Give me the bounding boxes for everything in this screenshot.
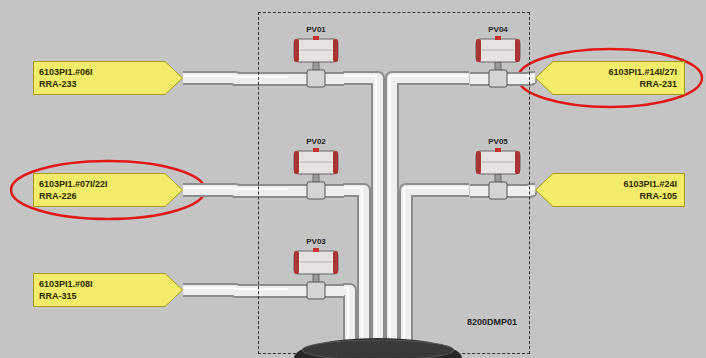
- actuator-cap: [476, 39, 481, 62]
- pipe-highlight: [183, 188, 288, 189]
- actuator: [294, 151, 338, 174]
- signal-tag: 6103PI1.#08IRRA-315: [33, 273, 183, 307]
- pipe-outline: [526, 190, 535, 191]
- signal-address: 6103PI1.#07I/22I: [39, 178, 108, 190]
- actuator-cap: [333, 39, 338, 62]
- valve: PV02: [288, 136, 344, 200]
- highlight-ellipse: [518, 49, 702, 107]
- signal-address: 6103PI1.#24I: [623, 178, 677, 190]
- actuator-seam: [300, 262, 332, 263]
- actuator: [294, 39, 338, 62]
- alarm-id: RRA-233: [39, 78, 93, 90]
- position-indicator: [313, 148, 319, 152]
- pipe-connector: [183, 288, 288, 291]
- tag-shape: [536, 174, 685, 207]
- actuator-seam: [300, 50, 332, 51]
- group-label: 8200DMP01: [467, 317, 517, 327]
- pipe-fill: [183, 190, 288, 191]
- valve-tag: PV05: [470, 136, 526, 147]
- pipe-outline: [183, 190, 288, 191]
- tag-shape: [34, 174, 183, 207]
- tag-outline: [535, 61, 685, 95]
- actuator-seam: [482, 162, 514, 163]
- tag-shape: [536, 62, 685, 95]
- pipe-connector: [183, 188, 288, 191]
- pipe-fill: [183, 78, 288, 79]
- actuator-seam: [300, 162, 332, 163]
- alarm-id: RRA-226: [39, 190, 108, 202]
- tag-outline: [33, 173, 183, 207]
- alarm-id: RRA-105: [623, 190, 677, 202]
- position-indicator: [495, 36, 501, 40]
- pipe-highlight: [183, 76, 288, 77]
- tag-text-block: 6103PI1.#07I/22IRRA-226: [39, 178, 108, 202]
- tag-shape: [34, 274, 183, 307]
- tag-text-block: 6103PI1.#14I/27IRRA-231: [608, 66, 677, 90]
- signal-address: 6103PI1.#14I/27I: [608, 66, 677, 78]
- pipe-connector: [526, 188, 535, 191]
- alarm-id: RRA-315: [39, 290, 93, 302]
- manifold-pipes: [343, 76, 469, 347]
- actuator: [294, 251, 338, 274]
- signal-address: 6103PI1.#08I: [39, 278, 93, 290]
- tag-text-block: 6103PI1.#08IRRA-315: [39, 278, 93, 302]
- valve-body: [307, 70, 325, 87]
- pipe-highlight: [526, 76, 535, 77]
- tag-shape: [34, 62, 183, 95]
- group-box: 8200DMP01 PV01 PV04PV02 PV05PV03: [258, 12, 530, 354]
- position-indicator: [313, 248, 319, 252]
- pipe-outline: [526, 78, 535, 79]
- signal-tag: 6103PI1.#14I/27IRRA-231: [535, 61, 685, 95]
- pipe-connector: [526, 76, 535, 79]
- valve: PV01: [288, 24, 344, 88]
- pipe-fill: [526, 78, 535, 79]
- actuator-cap: [294, 39, 299, 62]
- tag-outline: [33, 61, 183, 95]
- pipe-highlight: [526, 188, 535, 189]
- actuator-seam: [482, 50, 514, 51]
- position-indicator: [495, 148, 501, 152]
- actuator-cap: [333, 251, 338, 274]
- tag-text-block: 6103PI1.#24IRRA-105: [623, 178, 677, 202]
- valve-body: [307, 282, 325, 299]
- actuator: [476, 39, 520, 62]
- actuator: [476, 151, 520, 174]
- highlight-ellipse: [11, 161, 205, 219]
- tag-outline: [535, 173, 685, 207]
- pipe-fill: [526, 190, 535, 191]
- actuator-cap: [515, 151, 520, 174]
- valve-body: [307, 182, 325, 199]
- manifold: [294, 338, 462, 358]
- position-indicator: [313, 36, 319, 40]
- pipe-outline: [183, 290, 288, 291]
- manifold-top: [302, 340, 454, 358]
- valve-tag: PV01: [288, 24, 344, 35]
- alarm-id: RRA-231: [608, 78, 677, 90]
- pipe-highlight: [183, 288, 288, 289]
- valve-body: [489, 70, 507, 87]
- valve: PV03: [288, 236, 344, 300]
- actuator-cap: [294, 251, 299, 274]
- valve-tag: PV03: [288, 236, 344, 247]
- valve: PV05: [470, 136, 526, 200]
- actuator-cap: [476, 151, 481, 174]
- signal-tag: 6103PI1.#24IRRA-105: [535, 173, 685, 207]
- signal-tag: 6103PI1.#06IRRA-233: [33, 61, 183, 95]
- pipe-connector: [183, 76, 288, 79]
- signal-address: 6103PI1.#06I: [39, 66, 93, 78]
- pipe-outline: [183, 78, 288, 79]
- valve-body: [489, 182, 507, 199]
- pipe-fill: [183, 290, 288, 291]
- actuator-cap: [515, 39, 520, 62]
- valve-tag: PV04: [470, 24, 526, 35]
- pipe-highlight: [343, 76, 469, 347]
- valve-tag: PV02: [288, 136, 344, 147]
- tag-outline: [33, 273, 183, 307]
- valve: PV04: [470, 24, 526, 88]
- tag-text-block: 6103PI1.#06IRRA-233: [39, 66, 93, 90]
- actuator-cap: [333, 151, 338, 174]
- actuator-cap: [294, 151, 299, 174]
- signal-tag: 6103PI1.#07I/22IRRA-226: [33, 173, 183, 207]
